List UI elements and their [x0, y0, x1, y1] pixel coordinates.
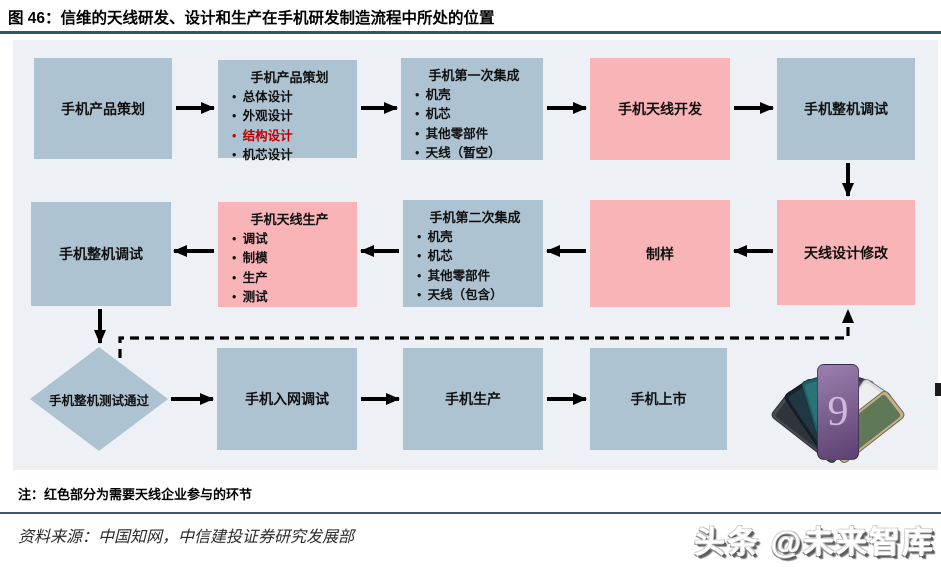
- title-divider: [0, 31, 941, 34]
- flow-box-first-integration: 手机第一次集成 机壳 机芯 其他零部件 天线（暂空）: [401, 58, 543, 160]
- phone-center-purple: 9: [817, 364, 859, 460]
- box-label: 手机整机调试: [804, 103, 888, 118]
- figure-title: 图 46：信维的天线研发、设计和生产在手机研发制造流程中所处的位置: [8, 10, 495, 27]
- bullet-item: 生产: [228, 269, 351, 288]
- box-title: 手机第一次集成: [428, 68, 520, 83]
- bullet-list: 调试 制模 生产 测试: [228, 230, 351, 308]
- box-title: 手机第二次集成: [429, 210, 521, 225]
- bullet-item: 机芯: [411, 105, 537, 124]
- toutiao-watermark: 头条 @未来智库: [694, 525, 935, 560]
- box-title: 手机天线生产: [250, 212, 329, 227]
- bullet-item: 天线（包含）: [413, 286, 537, 305]
- bullet-item: 机壳: [411, 86, 537, 105]
- flow-box-product-planning: 手机产品策划: [34, 58, 172, 159]
- bullet-item: 外观设计: [228, 107, 351, 126]
- figure-note: 注：红色部分为需要天线企业参与的环节: [18, 487, 253, 502]
- box-label: 手机整机调试: [59, 248, 143, 263]
- bullet-item: 总体设计: [228, 88, 351, 107]
- bullet-item: 其他零部件: [411, 125, 537, 144]
- box-label: 制样: [646, 247, 674, 263]
- box-label: 手机产品策划: [61, 102, 145, 118]
- bullet-item: 其他零部件: [413, 267, 537, 286]
- flow-box-antenna-production: 手机天线生产 调试 制模 生产 测试: [218, 202, 357, 307]
- phone-badge-9: 9: [827, 389, 849, 435]
- clipped-edge-arrow-fragment: [935, 383, 941, 396]
- flow-box-antenna-development: 手机天线开发: [590, 58, 730, 160]
- bullet-item: 机芯设计: [228, 146, 351, 165]
- box-label: 手机上市: [630, 393, 687, 408]
- flow-box-product-planning-detail: 手机产品策划 总体设计 外观设计 结构设计 机芯设计: [218, 60, 357, 162]
- box-label: 手机入网调试: [245, 393, 329, 408]
- bullet-item: 机芯: [413, 247, 537, 266]
- flow-box-phone-launch: 手机上市: [590, 348, 727, 450]
- box-label: 手机天线开发: [618, 103, 702, 118]
- box-title: 手机产品策划: [250, 70, 329, 85]
- bullet-item: 机壳: [413, 228, 537, 247]
- bullet-list: 机壳 机芯 其他零部件 天线（包含）: [413, 228, 537, 306]
- bullet-list: 总体设计 外观设计 结构设计 机芯设计: [228, 88, 351, 166]
- source-credit: 资料来源：中国知网，中信建投证券研究发展部: [18, 529, 355, 546]
- flow-box-phone-production: 手机生产: [403, 348, 543, 450]
- bullet-item-highlighted: 结构设计: [228, 127, 351, 146]
- decision-label: 手机整机测试通过: [48, 393, 149, 408]
- bullet-item: 天线（暂空）: [411, 144, 537, 163]
- box-label: 天线设计修改: [804, 246, 888, 262]
- flow-box-whole-device-debug-1: 手机整机调试: [777, 58, 915, 160]
- flow-box-network-access-debug: 手机入网调试: [217, 348, 357, 450]
- bullet-item: 制模: [228, 249, 351, 268]
- smartphone-fan-image: 9: [763, 342, 913, 465]
- bullet-list: 机壳 机芯 其他零部件 天线（暂空）: [411, 86, 537, 164]
- flow-box-antenna-design-revision: 天线设计修改: [777, 200, 915, 305]
- flow-box-second-integration: 手机第二次集成 机壳 机芯 其他零部件 天线（包含）: [403, 200, 543, 307]
- flow-box-sampling: 制样: [590, 200, 730, 307]
- flow-box-whole-device-debug-2: 手机整机调试: [31, 202, 171, 306]
- bullet-item: 调试: [228, 230, 351, 249]
- box-label: 手机生产: [445, 393, 501, 408]
- bullet-item: 测试: [228, 288, 351, 307]
- footer-divider: [0, 512, 941, 514]
